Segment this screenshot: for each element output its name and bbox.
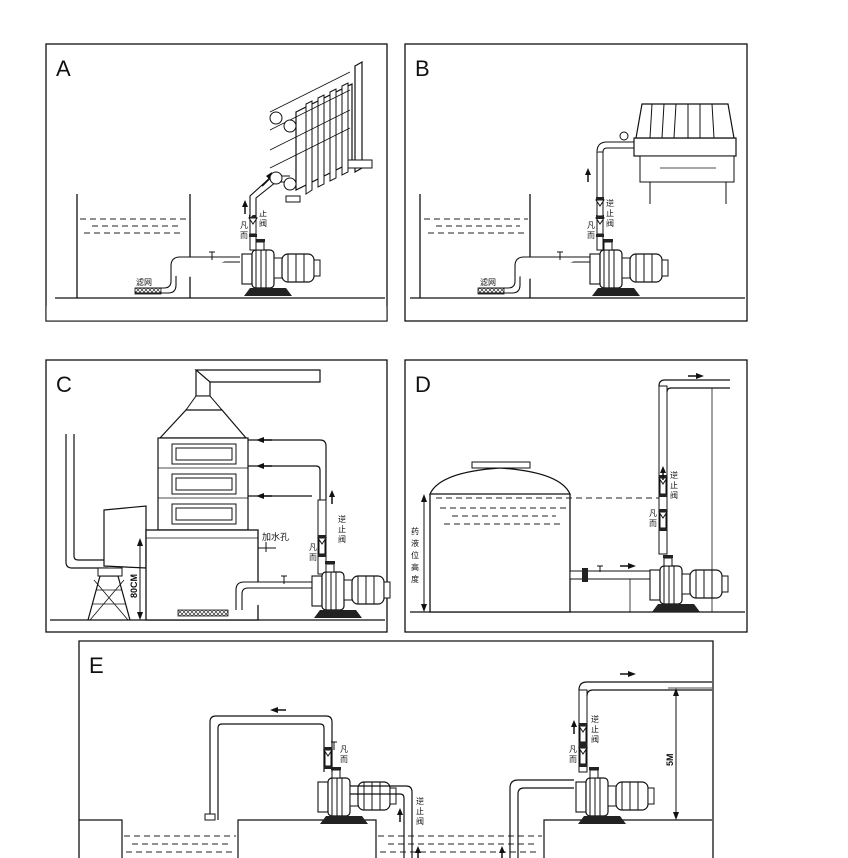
check-valve-label-2: 止 [338, 524, 346, 534]
flange-label-1: 凡 [309, 543, 317, 552]
flange-label-1: 凡 [649, 509, 657, 518]
flange-label-2: 而 [649, 519, 657, 528]
check-valve-label-1: 逆 [338, 514, 346, 524]
check-valve-icon [317, 534, 327, 558]
panel-d: D 药 液 位 高 度 逆 [404, 359, 748, 633]
panel-letter: A [56, 56, 71, 81]
filter-press-icon [633, 103, 737, 204]
flange-label-right-1: 凡 [569, 745, 577, 754]
panel-a-frame [45, 43, 388, 322]
check-valve-label-3: 阀 [670, 491, 678, 500]
flange-label-2: 而 [309, 553, 317, 562]
panel-letter: E [89, 653, 104, 678]
flange-label-left-1: 凡 [340, 745, 348, 754]
level-label-4: 高 [411, 562, 419, 572]
check-valve-label-3: 阀 [259, 219, 267, 228]
storage-tank-icon [429, 461, 571, 613]
filter-label: 滤网 [136, 277, 152, 287]
filter-screen-icon [134, 287, 162, 295]
flange-label-2: 而 [587, 231, 595, 240]
panel-letter: D [415, 372, 431, 397]
level-label-2: 液 [411, 538, 419, 548]
check-valve-label-left-3: 阀 [416, 817, 424, 826]
check-valve-icon-2 [578, 722, 588, 746]
level-label-3: 位 [411, 550, 419, 560]
flange-label-right-2: 而 [569, 755, 577, 764]
flange-label-left-2: 而 [340, 755, 348, 764]
flange-label-2: 而 [240, 231, 248, 240]
check-valve-label-left-2: 止 [416, 806, 424, 816]
check-valve-icon-2 [595, 196, 605, 220]
panel-e: E 凡 而 逆 止 阀 [78, 640, 714, 858]
fill-hole-label: 加水孔 [262, 531, 289, 543]
check-valve-label-2: 止 [670, 480, 678, 490]
height-label: 5M [665, 753, 675, 766]
check-valve-icon-3 [578, 744, 588, 768]
check-valve-label-left-1: 逆 [416, 796, 424, 806]
filter-label: 滤网 [480, 277, 496, 287]
check-valve-icon-2 [658, 508, 668, 532]
heat-exchanger-icon [269, 60, 373, 203]
panel-a: A 滤网 凡 而 逆 止 阀 [45, 43, 388, 322]
height-label: 80CM [129, 574, 139, 598]
panel-letter: B [415, 56, 430, 81]
panel-e-frame [78, 640, 714, 858]
panel-c: C [45, 359, 391, 633]
check-valve-label-2: 止 [259, 208, 267, 218]
check-valve-label-1: 逆 [606, 198, 614, 208]
level-label-5: 度 [411, 574, 419, 584]
check-valve-label-3: 阀 [338, 535, 346, 544]
check-valve-label-2: 止 [606, 208, 614, 218]
panel-b: B 滤网 凡 而 逆 止 阀 [404, 43, 748, 322]
check-valve-label-right-2: 止 [591, 724, 599, 734]
level-label-1: 药 [411, 526, 419, 536]
check-valve-icon [323, 746, 333, 770]
check-valve-label-right-1: 逆 [591, 714, 599, 724]
check-valve-icon [248, 214, 258, 238]
flange-label-1: 凡 [240, 221, 248, 230]
check-valve-label-right-3: 阀 [591, 735, 599, 744]
check-valve-label-1: 逆 [670, 470, 678, 480]
flange-label-1: 凡 [587, 221, 595, 230]
check-valve-label-3: 阀 [606, 219, 614, 228]
filter-screen-icon [477, 287, 505, 295]
panel-letter: C [56, 372, 72, 397]
